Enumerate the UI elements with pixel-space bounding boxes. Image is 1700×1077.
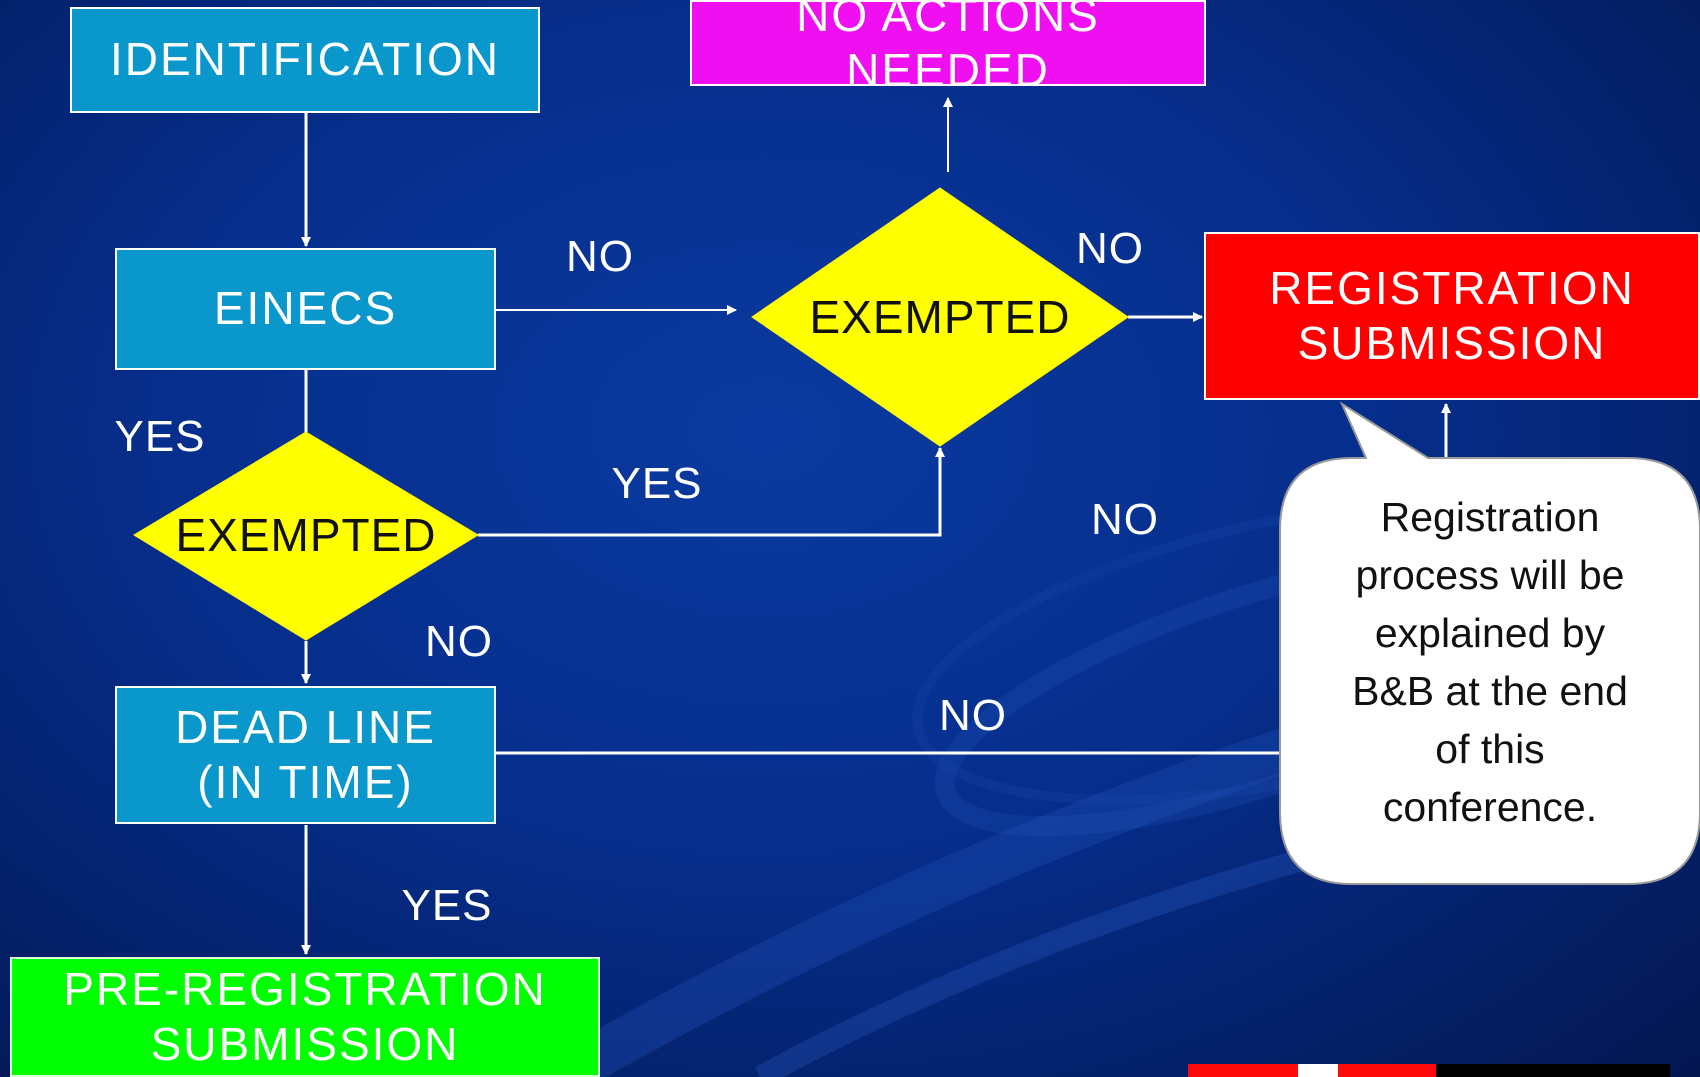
edge-label-mid-no: NO xyxy=(1091,495,1159,544)
callout-line: of this xyxy=(1435,726,1545,772)
edge-label-exempted-left-yes: YES xyxy=(611,459,703,508)
logo-black-part xyxy=(1436,1064,1670,1077)
no-actions-box: NO ACTIONS NEEDED xyxy=(690,0,1206,96)
no-actions-label: NO ACTIONS NEEDED xyxy=(796,0,1100,96)
callout-line: explained by xyxy=(1374,610,1606,656)
preregistration-label-line2: SUBMISSION xyxy=(150,1018,460,1070)
deadline-box: DEAD LINE (IN TIME) xyxy=(115,686,496,824)
edge-label-deadline-no: NO xyxy=(939,691,1007,740)
exempted-decision-left-shape xyxy=(133,431,479,641)
callout-bubble xyxy=(1279,401,1700,885)
callout-line: conference. xyxy=(1382,784,1598,830)
logo xyxy=(1188,1064,1670,1077)
logo-white-mark xyxy=(1298,1064,1338,1077)
preregistration-box: PRE-REGISTRATION SUBMISSION xyxy=(10,957,600,1077)
deadline-label-line1: DEAD LINE xyxy=(175,700,436,753)
exempted-decision-right-label: EXEMPTED xyxy=(809,291,1071,343)
callout-line: B&B at the end xyxy=(1352,668,1628,714)
edge-label-exempted-no: NO xyxy=(1076,224,1144,273)
registration-label-line1: REGISTRATION xyxy=(1269,261,1635,314)
edge-label-einecs-yes: YES xyxy=(114,412,206,461)
exempted-decision-right-shape xyxy=(751,187,1129,447)
einecs-box: EINECS xyxy=(115,248,496,370)
callout-line: process will be xyxy=(1355,552,1625,598)
edge-label-deadline-yes: YES xyxy=(401,881,493,930)
edge-label-exempted-left-no: NO xyxy=(425,617,493,666)
callout-text: Registration process will be explained b… xyxy=(1290,488,1690,836)
registration-label-line2: SUBMISSION xyxy=(1297,317,1607,369)
callout-line: Registration xyxy=(1380,494,1600,540)
edge-label-einecs-no: NO xyxy=(566,232,634,281)
preregistration-label-line1: PRE-REGISTRATION xyxy=(63,962,547,1015)
exempted-decision-left-label: EXEMPTED xyxy=(175,509,437,561)
identification-box: IDENTIFICATION xyxy=(70,7,540,113)
deadline-label-line2: (IN TIME) xyxy=(197,756,414,808)
registration-box: REGISTRATION SUBMISSION xyxy=(1204,232,1700,400)
identification-label: IDENTIFICATION xyxy=(109,33,501,86)
einecs-label: EINECS xyxy=(213,282,398,335)
arrow-exempted-left-to-exempted-right xyxy=(478,447,945,537)
